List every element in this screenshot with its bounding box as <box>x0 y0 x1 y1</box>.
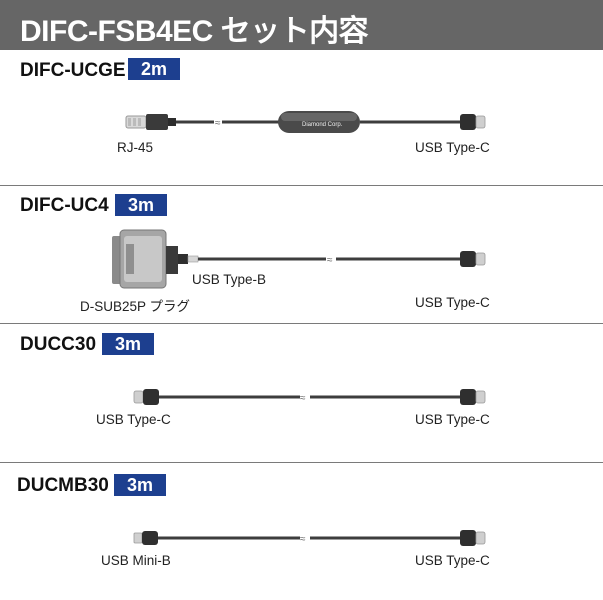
label-rj45: RJ-45 <box>117 140 154 155</box>
product-name-difc-ucge: DIFC-UCGE <box>20 60 126 81</box>
svg-text:≈: ≈ <box>215 118 221 129</box>
page-title: DIFC-FSB4EC セット内容 <box>20 15 369 48</box>
usb-c-connector-icon <box>133 389 159 405</box>
label-dsub25p: D-SUB25P プラグ <box>80 299 191 314</box>
dsub25-connector-icon <box>112 229 178 289</box>
product-name-difc-uc4: DIFC-UC4 <box>20 195 109 216</box>
usb-c-connector-icon <box>460 389 486 405</box>
length-badge-difc-uc4: 3m <box>115 194 167 216</box>
svg-text:≈: ≈ <box>327 255 333 266</box>
svg-text:≈: ≈ <box>300 534 306 545</box>
length-badge-difc-ucge: 2m <box>128 58 180 80</box>
usb-c-connector-icon <box>460 114 486 130</box>
label-usb-type-c-1: USB Type-C <box>415 140 490 155</box>
usb-c-connector-icon <box>460 530 486 546</box>
product-name-ducmb30: DUCMB30 <box>17 475 109 496</box>
label-usb-type-b: USB Type-B <box>192 272 267 287</box>
length-badge-ducc30: 3m <box>102 333 154 355</box>
product-name-ducc30: DUCC30 <box>20 334 97 355</box>
label-usb-type-c-4: USB Type-C <box>415 412 490 427</box>
usb-mini-b-connector-icon <box>133 531 158 545</box>
svg-text:≈: ≈ <box>300 393 306 404</box>
divider-1 <box>0 185 603 186</box>
usb-c-connector-icon <box>460 251 486 267</box>
label-usb-type-c-5: USB Type-C <box>415 553 490 568</box>
label-usb-type-c-3: USB Type-C <box>96 412 171 427</box>
header-bar: DIFC-FSB4EC セット内容 <box>0 0 603 50</box>
converter-box-icon: Diamond Corp. <box>278 111 360 133</box>
label-usb-type-c-2: USB Type-C <box>415 295 490 310</box>
box-brand-text: Diamond Corp. <box>302 122 343 128</box>
divider-2 <box>0 323 603 324</box>
label-usb-mini-b: USB Mini-B <box>101 553 171 568</box>
divider-3 <box>0 462 603 463</box>
rj45-connector-icon <box>125 114 176 130</box>
length-badge-ducmb30: 3m <box>114 474 166 496</box>
